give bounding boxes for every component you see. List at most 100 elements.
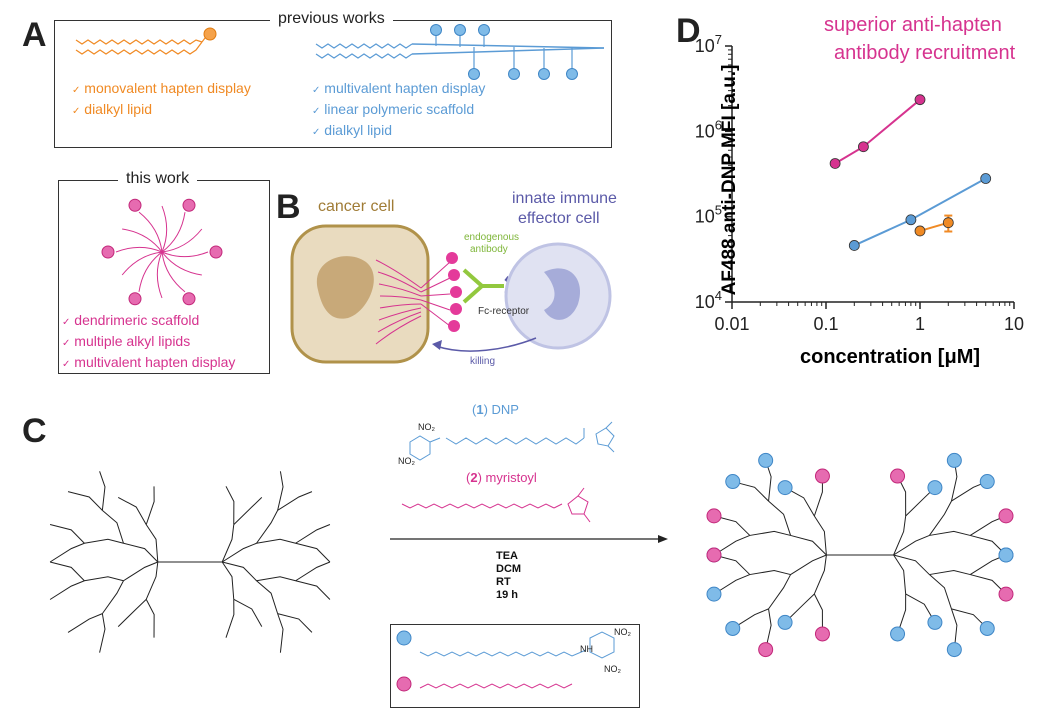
- legend-nh: NH: [580, 644, 593, 654]
- bond: [145, 599, 155, 638]
- data-point: [942, 217, 954, 229]
- dendrimer-arm: [161, 251, 186, 293]
- fc-receptor-label: Fc-receptor: [478, 306, 530, 317]
- panel-b-letter: B: [276, 188, 301, 226]
- cancer-cell-label: cancer cell: [318, 198, 395, 215]
- bond: [225, 599, 235, 638]
- bond: [49, 580, 85, 600]
- bond: [713, 574, 750, 595]
- bond: [768, 574, 792, 610]
- x-tick-label: 10: [1004, 314, 1024, 334]
- bond: [101, 580, 124, 614]
- hapten-ball: [128, 292, 142, 306]
- bond: [49, 524, 85, 544]
- dnp-ball: [890, 626, 906, 642]
- bond: [295, 580, 331, 600]
- bond: [929, 530, 971, 536]
- dnp-no2-left: NO₂: [398, 456, 415, 466]
- bond: [49, 561, 85, 582]
- this-work-title: this work: [118, 170, 198, 188]
- bond: [67, 613, 103, 633]
- previous-works-title: previous works: [270, 10, 393, 28]
- dendrimer-arm: [121, 251, 163, 276]
- bond: [145, 524, 159, 563]
- dnp-ball: [725, 620, 741, 636]
- bond: [117, 598, 147, 627]
- bond: [256, 510, 279, 544]
- chart-xlabel: concentration [μM]: [800, 346, 981, 368]
- bond: [277, 613, 284, 653]
- right-bullet-3: ✓ dialkyl lipid: [312, 122, 392, 138]
- bond: [295, 524, 331, 544]
- chart-annotation-1: superior anti-hapten: [824, 14, 1002, 36]
- legend-no2-bottom: NO₂: [604, 664, 621, 674]
- killing-label: killing: [470, 356, 496, 367]
- right-dendrimer-structure: [706, 452, 1014, 658]
- bond: [256, 580, 279, 614]
- myristoyl-ball: [706, 547, 722, 563]
- bond: [295, 542, 331, 563]
- hapten-ball: [182, 292, 196, 306]
- bond: [295, 561, 331, 582]
- bond: [893, 554, 930, 575]
- condition-2: DCM: [496, 563, 522, 575]
- right-bullet-2: ✓ linear polymeric scaffold: [312, 101, 475, 117]
- dendrimer-arm: [122, 228, 163, 253]
- bond: [929, 570, 971, 576]
- bond: [713, 534, 750, 556]
- condition-4: 19 h: [496, 589, 519, 601]
- y-tick-label: 104: [695, 288, 722, 312]
- dnp-no2-top: NO₂: [418, 422, 435, 432]
- dnp-ball: [777, 614, 793, 630]
- dendrimer-arm: [161, 228, 203, 253]
- bond: [123, 561, 158, 582]
- y-tick-label: 105: [695, 203, 722, 227]
- hapten-ball: [128, 198, 142, 212]
- panel-a-letter: A: [22, 16, 47, 54]
- bond: [790, 554, 827, 575]
- bond: [233, 598, 263, 627]
- substituent-legend-box: [390, 624, 640, 708]
- dnp-ball: [979, 620, 995, 636]
- data-point: [848, 240, 860, 251]
- dendrimer-arm: [156, 251, 163, 299]
- bond: [222, 561, 257, 582]
- bond: [145, 486, 155, 525]
- dnp-ball: [946, 642, 962, 658]
- myristoyl-ball: [706, 508, 722, 524]
- bond: [713, 515, 751, 536]
- bond: [813, 554, 827, 595]
- hapten-ball: [182, 198, 196, 212]
- bond: [102, 509, 124, 544]
- dnp-ball: [758, 452, 774, 468]
- bond: [732, 608, 769, 629]
- dnp-ball: [998, 547, 1014, 563]
- data-point: [980, 173, 992, 184]
- data-point: [905, 214, 917, 226]
- bond: [256, 538, 296, 544]
- data-point: [829, 158, 841, 169]
- dnp-ball: [927, 480, 943, 496]
- x-tick-label: 1: [915, 314, 925, 334]
- myristoyl-ball: [998, 586, 1014, 602]
- bond: [784, 593, 815, 623]
- bond: [221, 542, 257, 563]
- bond: [790, 534, 827, 556]
- legend-no2-top: NO₂: [614, 627, 631, 637]
- left-dendrimer-structure: [49, 471, 331, 653]
- dnp-ball: [725, 474, 741, 490]
- dnp-ball: [979, 474, 995, 490]
- dnp-reagent-structure: [409, 421, 615, 461]
- right-bullet-1: ✓ multivalent hapten display: [312, 80, 486, 96]
- myristoyl-ball: [814, 626, 830, 642]
- chart-annotation-2: antibody recruitment: [834, 42, 1016, 64]
- bond: [84, 576, 124, 582]
- bond: [897, 593, 907, 635]
- series-line: [834, 98, 921, 165]
- bond: [49, 542, 85, 563]
- bond: [929, 574, 952, 610]
- bond: [277, 491, 313, 511]
- bond: [713, 554, 751, 575]
- bond: [765, 608, 772, 650]
- bond: [221, 524, 235, 563]
